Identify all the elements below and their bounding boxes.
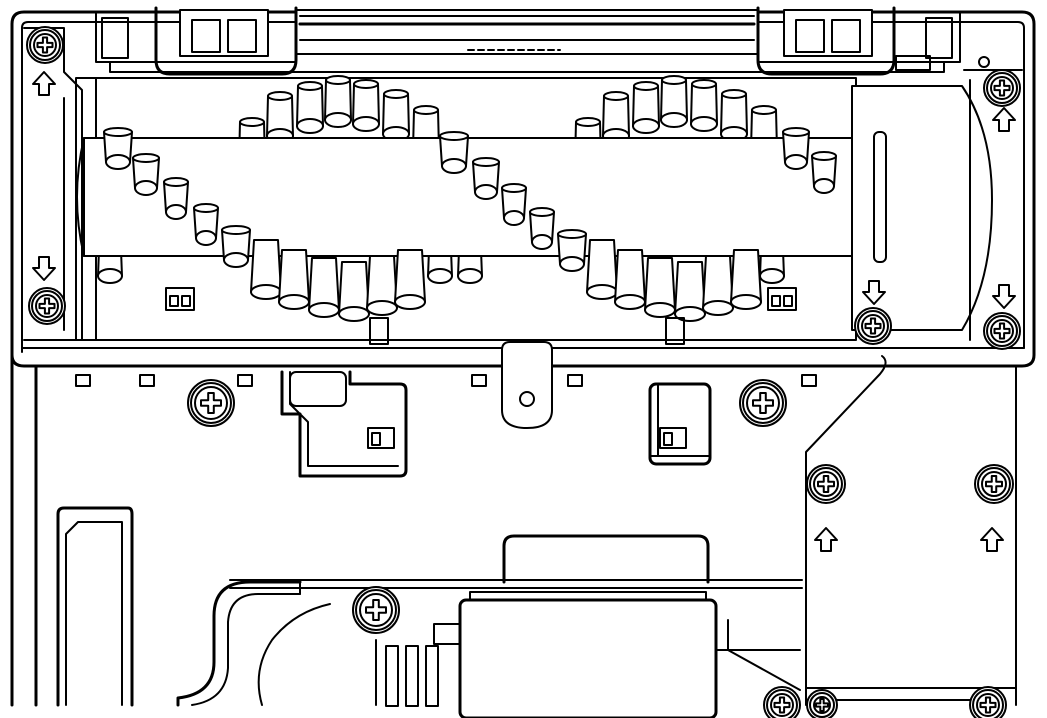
bristle-tuft-icon [644, 257, 676, 318]
bristle-tuft-icon [674, 261, 706, 322]
screw-set [26, 26, 1021, 718]
bristle-tuft-icon [308, 257, 340, 318]
bristle-tuft-icon [366, 255, 398, 316]
screw-icon [28, 287, 66, 325]
screw-icon [806, 689, 838, 718]
bristle-tuft-icon [338, 261, 370, 322]
bristle-tuft-icon [614, 249, 646, 310]
left-clip [154, 6, 298, 76]
screw-icon [983, 69, 1021, 107]
bristle-tuft-icon [472, 157, 500, 200]
bristle-tuft-icon [702, 255, 734, 316]
bristle-tuft-icon [782, 127, 810, 170]
bristle-tuft-icon [632, 81, 660, 134]
screw-icon [26, 26, 64, 64]
bristle-tuft-icon [382, 89, 410, 142]
screw-icon [187, 379, 235, 427]
bristle-tuft-icon [811, 151, 837, 194]
bristle-tuft-icon [221, 225, 251, 268]
arrow-up-icon [992, 107, 1016, 132]
bristle-tuft-icon [720, 89, 748, 142]
screw-icon [763, 686, 801, 718]
vent-fins [375, 639, 439, 707]
bristle-tuft-icon [266, 91, 294, 144]
bristle-tuft-icon [439, 131, 469, 174]
bristle-tuft-icon [690, 79, 718, 132]
brush-roller [76, 137, 857, 257]
arrow-up-icon [32, 71, 56, 96]
bay-latches [165, 287, 797, 345]
bristle-tuft-icon [324, 75, 352, 128]
screw-icon [983, 312, 1021, 350]
bristle-tuft-icon [660, 75, 688, 128]
bristle-tuft-icon [557, 229, 587, 272]
right-end-cap [851, 55, 1023, 341]
bristle-tuft-icon [394, 249, 426, 310]
bristle-tuft-icon [250, 239, 282, 300]
bristle-tuft-icon [163, 177, 189, 220]
bristle-tuft-icon [501, 183, 527, 226]
left-end-cap [23, 27, 83, 341]
arrow-set [32, 71, 1016, 552]
screw-icon [352, 586, 400, 634]
arrow-up-icon [814, 527, 838, 552]
mid-plate [34, 341, 1017, 707]
bristle-tuft-icon [103, 127, 133, 170]
arrow-down-icon [862, 280, 886, 305]
bristle-tuft-icon [132, 153, 160, 196]
front-bristle-row [103, 127, 837, 322]
screw-icon [806, 464, 846, 504]
screw-icon [969, 686, 1007, 718]
bristle-tuft-icon [193, 203, 219, 246]
bristle-tuft-icon [586, 239, 618, 300]
lower-housing [56, 506, 1017, 718]
arrow-down-icon [32, 256, 56, 281]
top-rail [95, 9, 961, 73]
screw-icon [739, 379, 787, 427]
bristle-tuft-icon [602, 91, 630, 144]
right-clip [756, 6, 896, 76]
bristle-tuft-icon [296, 81, 324, 134]
arrow-up-icon [980, 527, 1004, 552]
screw-icon [854, 307, 892, 345]
bristle-tuft-icon [730, 249, 762, 310]
arrow-down-icon [992, 284, 1016, 309]
bristle-tuft-icon [278, 249, 310, 310]
screw-icon [974, 464, 1014, 504]
bristle-tuft-icon [352, 79, 380, 132]
bristle-tuft-icon [529, 207, 555, 250]
